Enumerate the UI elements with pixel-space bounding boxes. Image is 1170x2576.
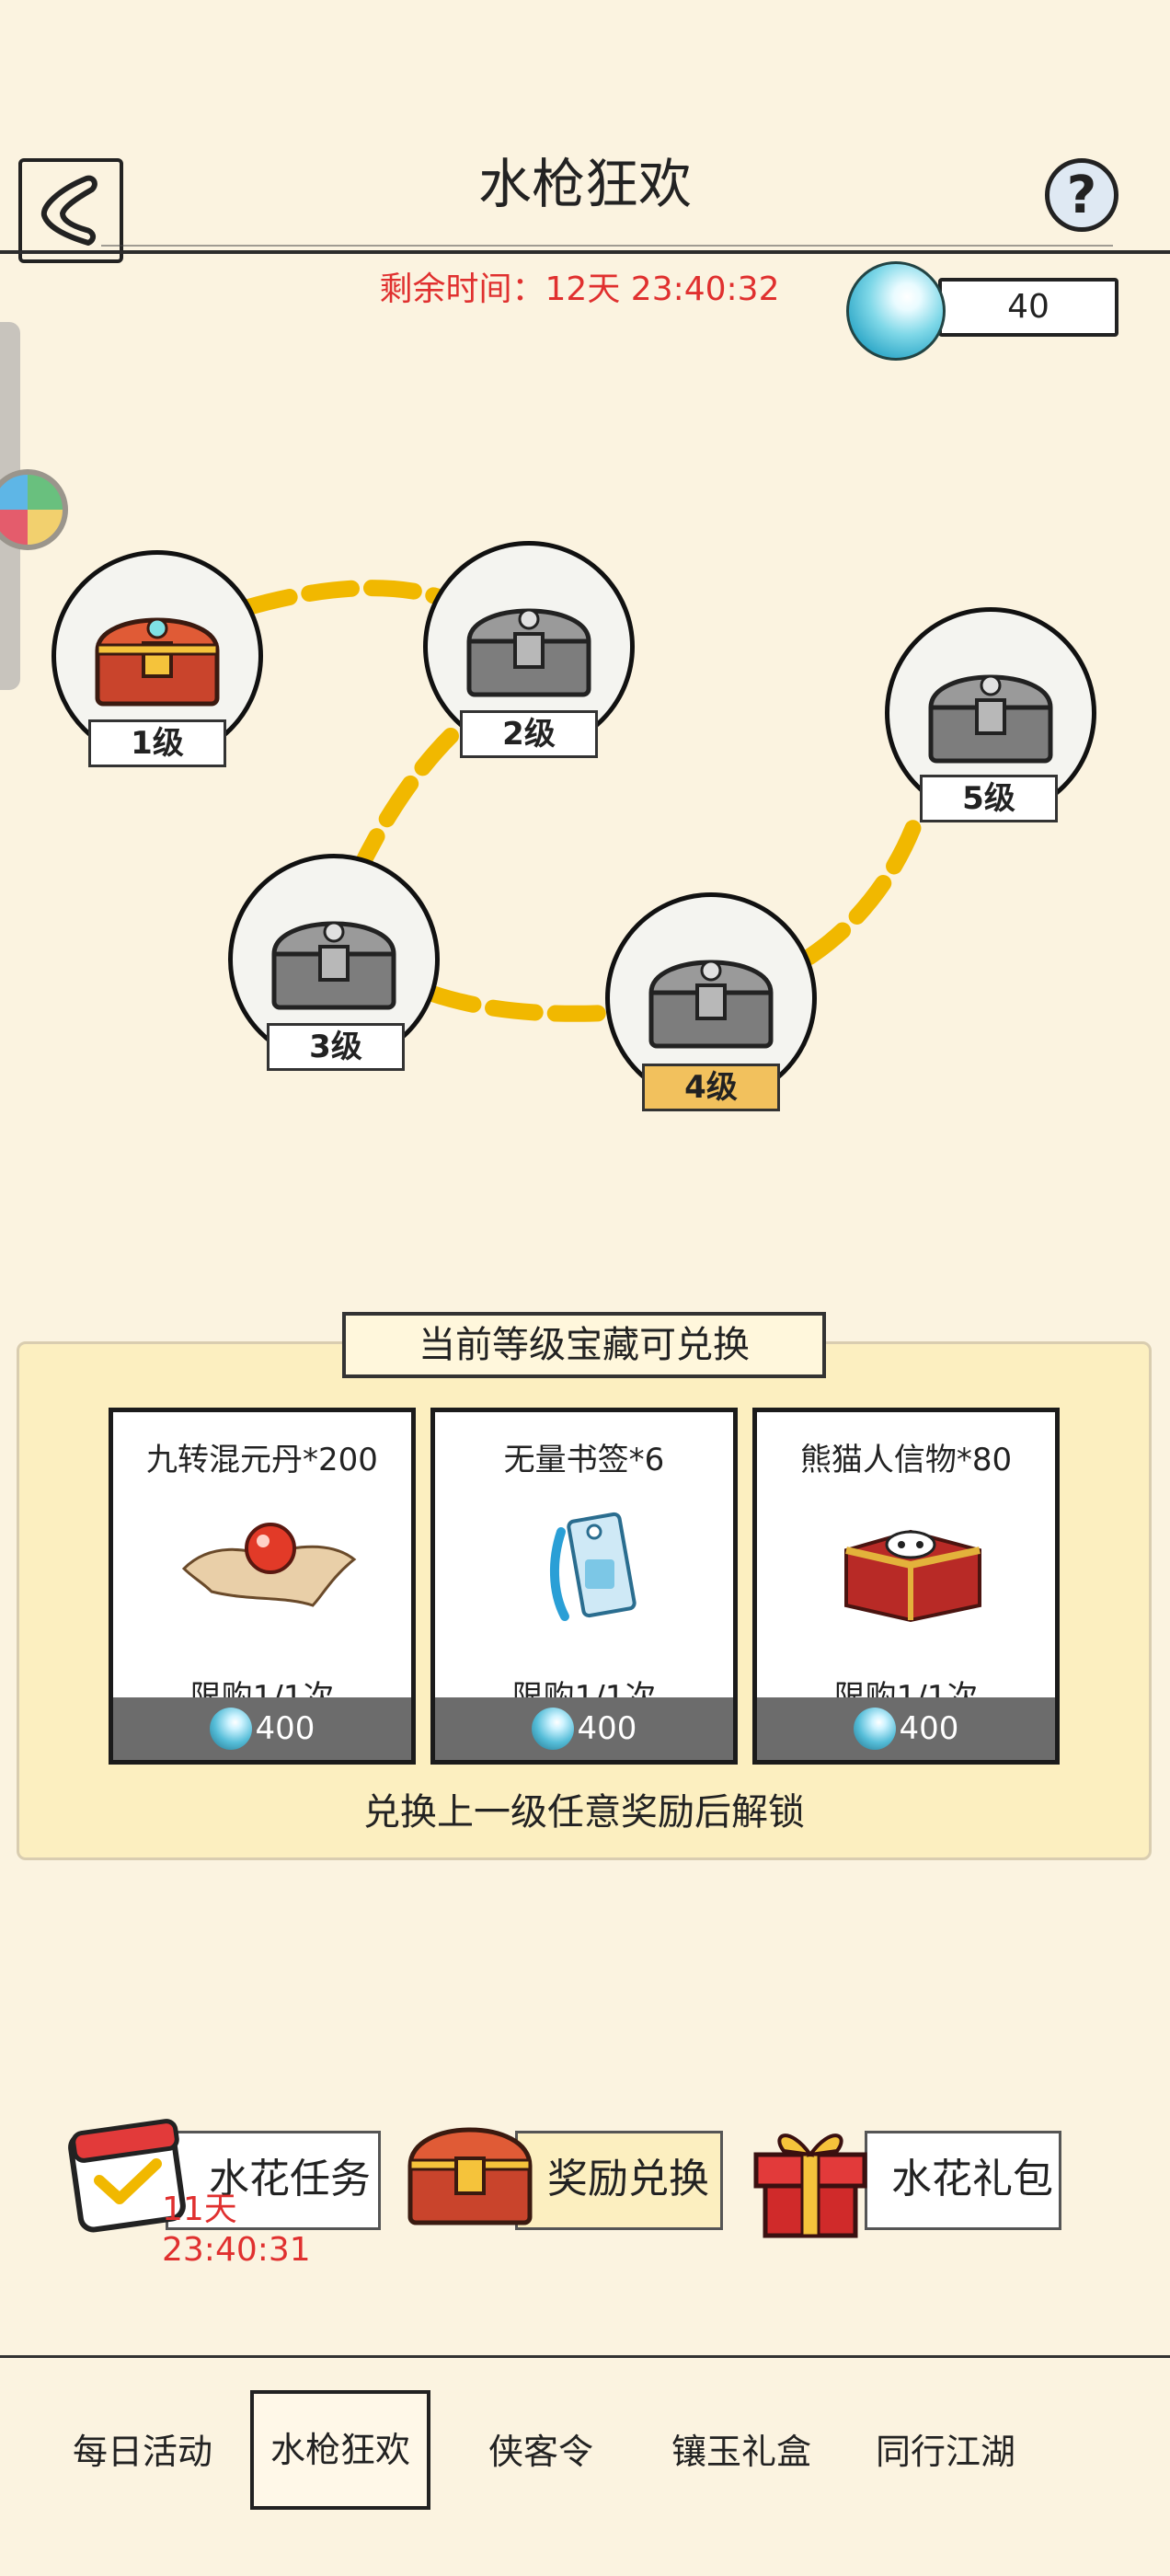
item-name: 无量书签*6	[503, 1442, 665, 1478]
chest-level-label: 3级	[267, 1023, 405, 1071]
nav-divider	[0, 2355, 1170, 2358]
item-name: 熊猫人信物*80	[799, 1442, 1013, 1478]
header-divider-sketch	[101, 245, 1113, 247]
tab-water-gun-carnival[interactable]: 水枪狂欢	[250, 2390, 430, 2510]
remaining-time: 剩余时间：12天 23:40:32	[379, 270, 780, 308]
page-title: 水枪狂欢	[477, 153, 692, 215]
exchange-price-button[interactable]: 400	[757, 1697, 1055, 1760]
chest-level-3[interactable]	[228, 854, 440, 1065]
status-area	[0, 0, 1170, 129]
price-value: 400	[899, 1710, 959, 1747]
exchange-panel-title: 当前等级宝藏可兑换	[342, 1312, 826, 1378]
chest-level-label-current: 4级	[642, 1064, 780, 1111]
panda-chest-icon	[844, 1529, 981, 1623]
back-chevron-icon	[40, 175, 98, 246]
exchange-item-card[interactable]: 无量书签*6 限购1/1次 400	[430, 1408, 738, 1765]
gold-chest-icon	[95, 617, 220, 707]
gift-box-icon	[753, 2133, 867, 2238]
splash-gift-pack-button[interactable]: 水花礼包	[865, 2131, 1061, 2230]
currency-counter: 40	[938, 278, 1118, 337]
locked-chest-icon	[271, 921, 396, 1010]
back-button[interactable]	[18, 158, 123, 263]
tab-hero-token[interactable]: 侠客令	[488, 2432, 593, 2472]
reward-exchange-label: 奖励兑换	[547, 2156, 709, 2202]
locked-chest-icon	[466, 608, 591, 697]
locked-chest-icon	[648, 960, 774, 1049]
water-bubble-icon	[846, 261, 946, 361]
tab-daily-activity[interactable]: 每日活动	[72, 2432, 212, 2472]
water-bubble-icon	[209, 1708, 252, 1750]
tab-fellow-jianghu[interactable]: 同行江湖	[875, 2432, 1015, 2472]
chest-level-label: 5级	[920, 775, 1058, 822]
red-pill-icon	[181, 1523, 357, 1607]
reward-exchange-button[interactable]: 奖励兑换	[515, 2131, 723, 2230]
exchange-price-button[interactable]: 400	[113, 1697, 411, 1760]
splash-gift-pack-label: 水花礼包	[891, 2156, 1053, 2202]
splash-task-timer: 11天 23:40:31	[162, 2191, 311, 2269]
bottom-nav	[0, 2355, 1170, 2576]
exchange-price-button[interactable]: 400	[435, 1697, 733, 1760]
question-icon: ?	[1066, 165, 1097, 225]
floating-assistant-icon[interactable]	[0, 469, 68, 550]
chest-level-label: 1级	[88, 719, 226, 767]
header-divider	[0, 250, 1170, 254]
chest-level-label: 2级	[460, 710, 598, 758]
price-value: 400	[255, 1710, 315, 1747]
exchange-item-card[interactable]: 熊猫人信物*80 限购1/1次 400	[752, 1408, 1060, 1765]
unlock-requirement: 兑换上一级任意奖励后解锁	[363, 1791, 805, 1834]
water-bubble-icon	[853, 1708, 896, 1750]
price-value: 400	[577, 1710, 637, 1747]
exchange-item-card[interactable]: 九转混元丹*200 限购1/1次 400	[109, 1408, 416, 1765]
water-bubble-icon	[531, 1708, 574, 1750]
splash-task-label: 水花任务	[209, 2156, 371, 2202]
locked-chest-icon	[928, 674, 1053, 764]
bookmark-icon	[550, 1512, 637, 1621]
treasure-chest-icon	[407, 2127, 533, 2225]
currency-value: 40	[1007, 288, 1050, 326]
calendar-check-icon	[68, 2119, 186, 2233]
item-name: 九转混元丹*200	[146, 1442, 378, 1478]
tab-jade-gift-box[interactable]: 镶玉礼盒	[671, 2432, 811, 2472]
help-button[interactable]: ?	[1045, 158, 1118, 232]
